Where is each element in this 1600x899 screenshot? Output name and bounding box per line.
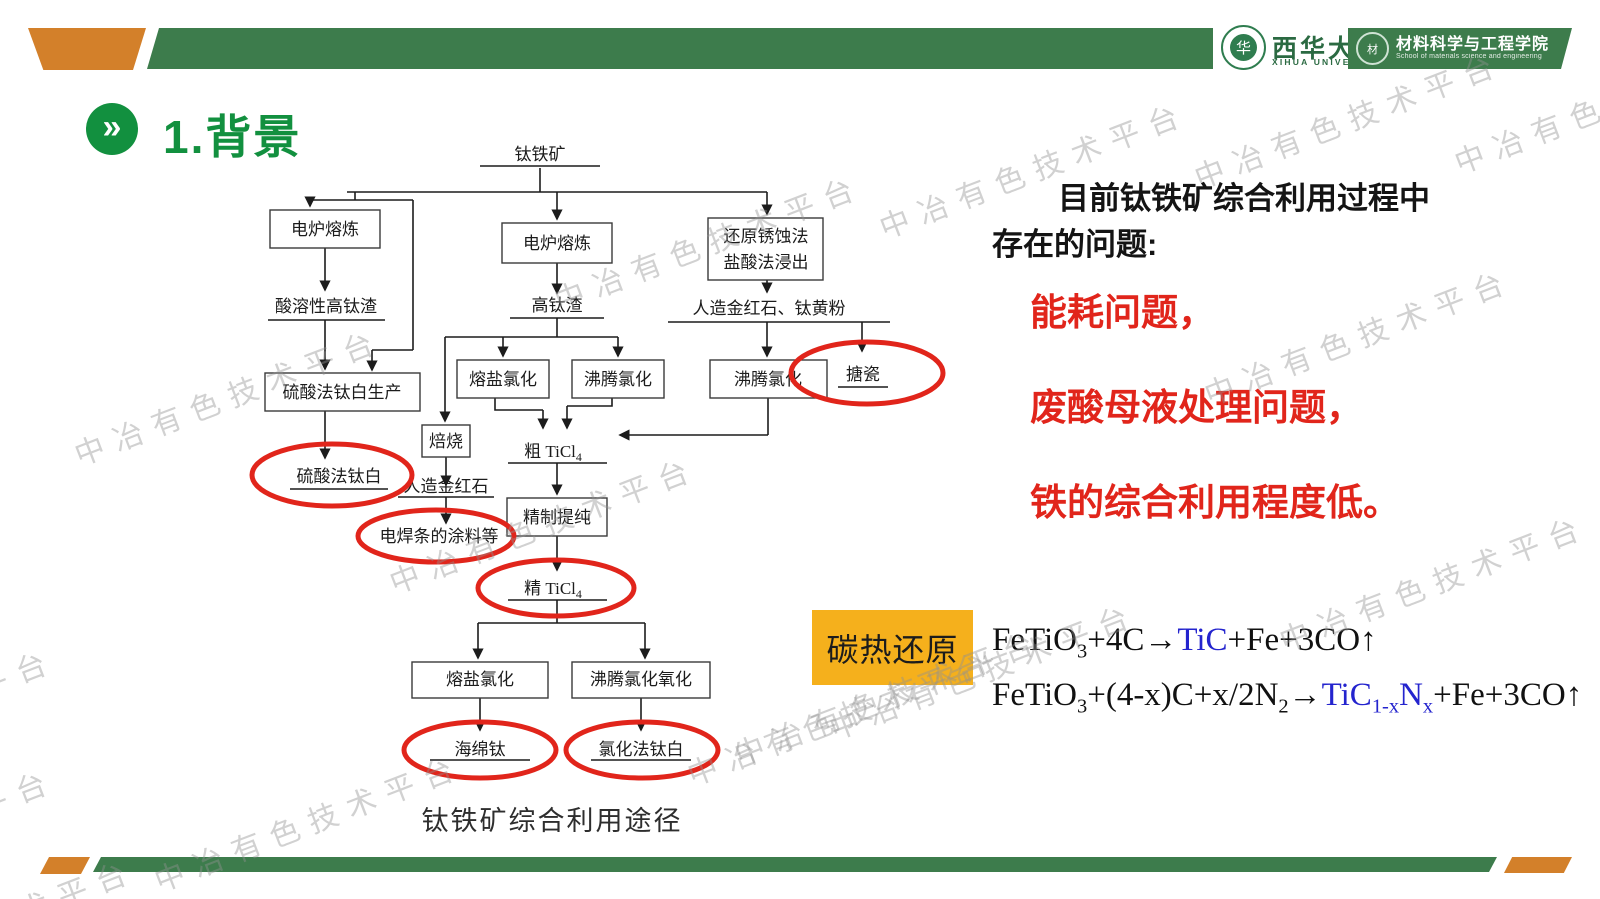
flow-label-boiling-1: 沸腾氯化 — [584, 370, 652, 389]
header-band — [147, 28, 1213, 69]
flow-label-electrode-coating: 电焊条的涂料等 — [380, 527, 499, 546]
flow-label-ore: 钛铁矿 — [515, 145, 566, 164]
xihua-logo-glyph: 华 — [1230, 34, 1257, 61]
flow-label-sponge-ti: 海绵钛 — [455, 740, 506, 759]
flow-label-rutile-yellow: 人造金红石、钛黄粉 — [693, 299, 846, 318]
flow-box-sulfate-production — [264, 372, 421, 412]
flow-label-roast: 焙烧 — [429, 432, 463, 451]
highlight-ellipse-fine-ticl4 — [475, 557, 637, 619]
flow-underlines — [268, 165, 890, 761]
flow-box-reduction-leach — [707, 217, 824, 281]
highlight-ellipse-chloride-white — [563, 719, 721, 781]
school-name: 材料科学与工程学院 — [1396, 35, 1550, 53]
equation-2: FeTiO3+(4-x)C+x/2N2→TiC1-xNx+Fe+3CO↑ — [992, 677, 1583, 718]
problem-intro: 目前钛铁矿综合利用过程中 存在的问题: — [992, 176, 1462, 268]
flow-label-refine: 精制提纯 — [523, 508, 591, 527]
flow-box-roast — [421, 424, 471, 458]
flow-label-rutile: 人造金红石 — [404, 477, 489, 496]
watermark: 中冶有色技术平台 — [0, 764, 62, 899]
flow-box-smelt-2 — [501, 222, 613, 264]
header-accent-left — [28, 28, 146, 70]
flowchart-caption: 钛铁矿综合利用途径 — [422, 806, 683, 836]
school-name-en: School of materials science and engineer… — [1396, 53, 1542, 61]
highlight-ellipse-electrode-coating — [355, 507, 517, 565]
flow-box-molten-salt-1 — [456, 359, 550, 399]
problem-intro-line1: 目前钛铁矿综合利用过程中 — [1058, 181, 1430, 216]
flow-label-high-slag: 高钛渣 — [532, 296, 583, 315]
reaction-label-box: 碳热还原 — [812, 610, 973, 685]
equation-1: FeTiO3+4C→TiC+Fe+3CO↑ — [992, 622, 1377, 663]
flow-label-fine-ticl4: 精 TiCl4 — [524, 579, 582, 601]
flow-label-crude-ticl4: 粗 TiCl4 — [524, 442, 582, 464]
problem-intro-line2: 存在的问题: — [992, 227, 1158, 262]
problem-item: 能耗问题， — [1030, 292, 1215, 333]
flow-label-chloride-white: 氯化法钛白 — [599, 740, 684, 759]
flow-label-molten-salt-2: 熔盐氯化 — [446, 670, 514, 689]
flow-label-acid-slag: 酸溶性高钛渣 — [275, 297, 377, 316]
flow-label-sulfate-box: 硫酸法钛白生产 — [283, 383, 402, 402]
flow-label-smelt-1: 电炉熔炼 — [291, 220, 359, 239]
flow-label-reduce-line1: 还原锈蚀法 — [724, 227, 809, 246]
equations: FeTiO3+4C→TiC+Fe+3CO↑ FeTiO3+(4-x)C+x/2N… — [992, 622, 1582, 732]
footer-accent-right — [1504, 857, 1572, 873]
flow-label-boiling-2: 沸腾氯化 — [734, 370, 802, 389]
flow-label-smelt-2: 电炉熔炼 — [523, 234, 591, 253]
highlight-ellipse-enamel — [788, 339, 946, 407]
flow-box-smelt-1 — [269, 209, 381, 249]
flow-box-molten-salt-2 — [411, 661, 549, 699]
flow-box-boiling-oxidation — [571, 661, 711, 699]
flow-box-refine — [506, 497, 608, 537]
flow-label-enamel: 搪瓷 — [846, 365, 880, 384]
problem-item: 废酸母液处理问题， — [1030, 387, 1363, 428]
problem-list: 能耗问题， 废酸母液处理问题， 铁的综合利用程度低。 — [1030, 282, 1400, 567]
section-chevron-icon: » — [86, 103, 138, 155]
xihua-university-logo: 华 — [1221, 25, 1266, 70]
flow-label-boiling-oxidation: 沸腾氯化氧化 — [590, 670, 692, 689]
flow-label-reduce-line2: 盐酸法浸出 — [724, 253, 809, 272]
school-logo: 材 — [1356, 32, 1389, 65]
school-banner: 材 材料科学与工程学院 School of materials science … — [1348, 28, 1572, 69]
footer-bar — [93, 857, 1497, 872]
flow-label-molten-salt-1: 熔盐氯化 — [469, 370, 537, 389]
flow-connectors — [304, 168, 868, 732]
footer-accent-left — [40, 857, 90, 874]
flow-box-boiling-1 — [571, 359, 665, 399]
university-name-en: XIHUA UNIVERSITY — [1272, 57, 1387, 67]
highlight-ellipse-sponge-ti — [401, 719, 559, 781]
watermark: 中冶有色技术平台 — [0, 644, 62, 793]
flow-label-sulfate-white: 硫酸法钛白 — [297, 467, 382, 486]
page-title: 1.背景 — [163, 111, 302, 163]
problem-item: 铁的综合利用程度低。 — [1030, 482, 1400, 523]
highlight-ellipse-sulfate-white — [249, 441, 415, 509]
flowchart: 钛铁矿 电炉熔炼 电炉熔炼 还原锈蚀法 盐酸法浸出 酸溶性高钛渣 高钛渣 人造金… — [249, 145, 946, 836]
